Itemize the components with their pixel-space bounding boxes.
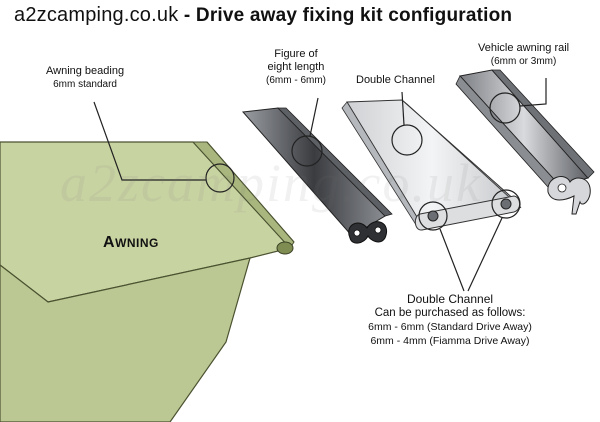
label-awning: AWNING	[103, 234, 159, 252]
double-channel-piece	[341, 99, 522, 231]
purchase-info: Double Channel Can be purchased as follo…	[330, 292, 570, 348]
vehicle-rail-piece	[455, 69, 595, 215]
label-figure-eight-line3: (6mm - 6mm)	[266, 75, 326, 86]
label-figure-eight-line2: eight length	[267, 61, 325, 73]
label-vehicle-rail: Vehicle awning rail (6mm or 3mm)	[478, 42, 569, 68]
leader-purchase-left	[439, 228, 465, 292]
awning-beading-end	[276, 241, 294, 255]
purchase-option: 6mm - 6mm (Standard Drive Away)	[368, 321, 532, 333]
label-awning-rest: WNING	[115, 236, 159, 250]
awning-lower-face	[0, 257, 251, 422]
title-heading: Drive away fixing kit configuration	[195, 5, 513, 26]
leader-figure-eight	[309, 97, 319, 137]
callout-circles	[205, 92, 521, 231]
label-awning-beading: Awning beading 6mm standard	[46, 65, 124, 91]
title-separator: -	[178, 5, 196, 26]
site-name: a2zcamping.co.uk	[14, 4, 179, 26]
purchase-heading: Double Channel	[406, 292, 494, 306]
label-vehicle-rail-line2: (6mm or 3mm)	[490, 56, 557, 67]
leader-rail	[519, 78, 547, 107]
watermark-text: a2zcamping.co.uk	[60, 153, 482, 213]
callout-circle-double-top	[391, 124, 423, 156]
leader-beading	[93, 101, 206, 181]
label-vehicle-rail-line1: Vehicle awning rail	[478, 42, 570, 54]
vehicle-rail-profile	[547, 176, 591, 215]
purchase-subheading: Can be purchased as follows:	[374, 307, 526, 319]
double-channel-profile	[414, 195, 521, 231]
label-double-channel-top: Double Channel	[356, 74, 435, 86]
label-awning-beading-line2: 6mm standard	[53, 79, 117, 90]
label-awning-beading-line1: Awning beading	[46, 65, 125, 77]
purchase-option: 6mm - 4mm (Fiamma Drive Away)	[370, 335, 530, 347]
callout-circle-beading	[205, 163, 235, 193]
leader-lines	[93, 78, 547, 292]
leader-purchase-right	[467, 217, 503, 292]
label-figure-eight: Figure of eight length (6mm - 6mm)	[266, 48, 326, 87]
awning-panel	[0, 141, 295, 422]
callout-circle-rail	[489, 92, 521, 124]
leader-double-top	[401, 91, 405, 126]
figure-eight-piece	[241, 107, 393, 244]
callout-circle-double-right	[491, 189, 521, 219]
callout-circle-double-left	[418, 201, 448, 231]
page-title: a2zcamping.co.uk - Drive away fixing kit…	[14, 4, 512, 27]
label-awning-first: A	[103, 234, 116, 251]
label-figure-eight-line1: Figure of	[274, 48, 318, 60]
callout-circle-figure-eight	[291, 135, 323, 167]
